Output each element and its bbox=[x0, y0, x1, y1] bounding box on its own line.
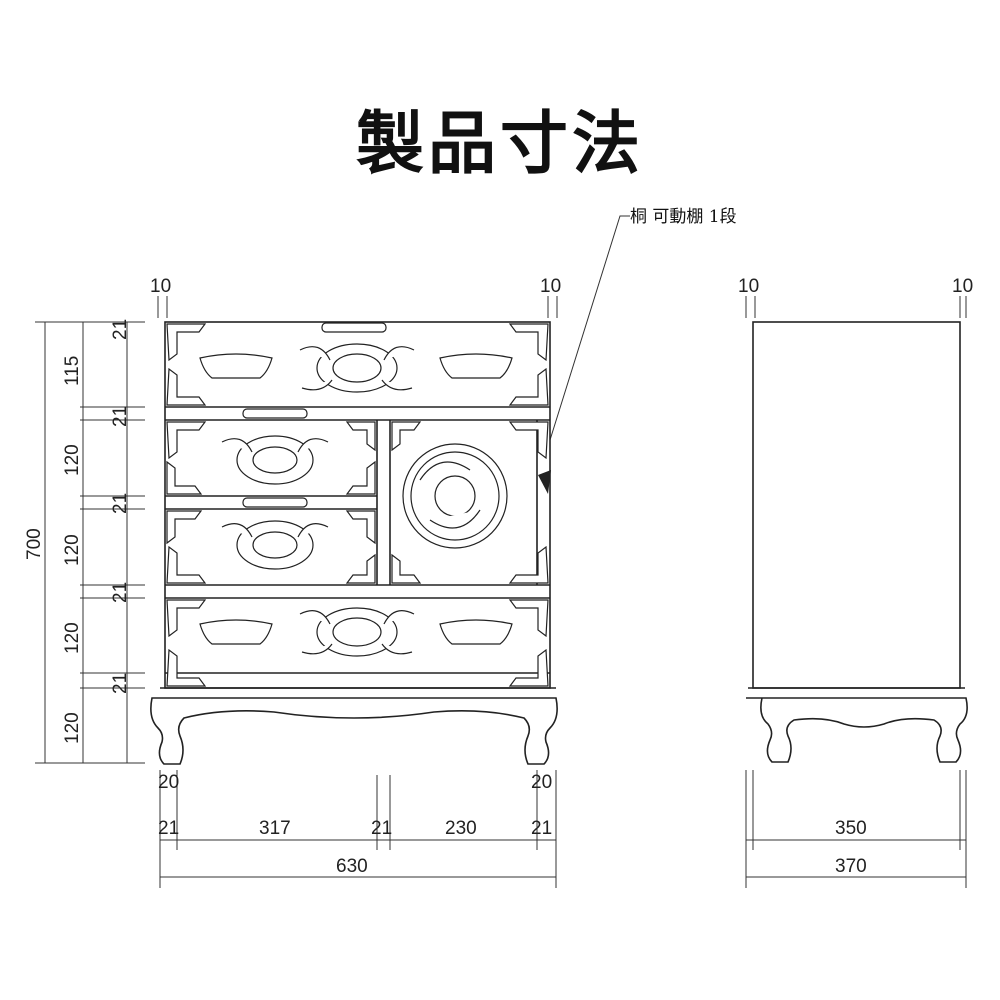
side-base bbox=[746, 697, 968, 763]
dim-front-total: 630 bbox=[336, 856, 368, 877]
dim-side-left-top: 10 bbox=[738, 276, 759, 297]
front-base bbox=[150, 697, 558, 765]
dim-side-inner: 350 bbox=[835, 818, 867, 839]
dim-row-6: 21 bbox=[110, 582, 131, 603]
dim-front-left-top: 10 bbox=[150, 276, 171, 297]
page-title: 製品寸法 bbox=[355, 104, 644, 184]
dim-row-5: 120 bbox=[62, 534, 83, 566]
dim-row-7: 120 bbox=[62, 622, 83, 654]
dim-row-4: 21 bbox=[110, 493, 131, 514]
note-leader bbox=[549, 215, 630, 441]
drawer-handles bbox=[199, 353, 513, 645]
dim-total-height: 700 bbox=[24, 528, 45, 560]
shelf-note: 桐 可動棚 1段 bbox=[630, 207, 737, 227]
leader-arrow bbox=[538, 470, 551, 494]
dim-seg-4: 21 bbox=[531, 818, 552, 839]
dim-side-right-top: 10 bbox=[952, 276, 973, 297]
dim-leg-right: 20 bbox=[531, 772, 552, 793]
dim-seg-0: 21 bbox=[158, 818, 179, 839]
dim-row-1: 115 bbox=[62, 356, 83, 386]
left-dimensions: 700 21 115 21 120 21 120 21 120 21 120 bbox=[24, 319, 131, 744]
dim-leg-left: 20 bbox=[158, 772, 179, 793]
dim-seg-1: 317 bbox=[259, 818, 291, 839]
dim-row-3: 120 bbox=[62, 444, 83, 476]
dim-side-total: 370 bbox=[835, 856, 867, 877]
side-view: 10 10 350 370 bbox=[738, 276, 973, 888]
dim-row-0: 21 bbox=[110, 319, 131, 340]
front-view: 10 10 bbox=[24, 276, 561, 888]
dim-front-right-top: 10 bbox=[540, 276, 561, 297]
side-body bbox=[752, 321, 961, 689]
dim-row-8: 21 bbox=[110, 673, 131, 694]
corner-ornaments bbox=[166, 322, 549, 687]
dim-seg-2: 21 bbox=[371, 818, 392, 839]
dim-row-9: 120 bbox=[62, 712, 83, 744]
lock-plates bbox=[221, 343, 508, 657]
dim-seg-3: 230 bbox=[445, 818, 477, 839]
dim-row-2: 21 bbox=[110, 406, 131, 427]
